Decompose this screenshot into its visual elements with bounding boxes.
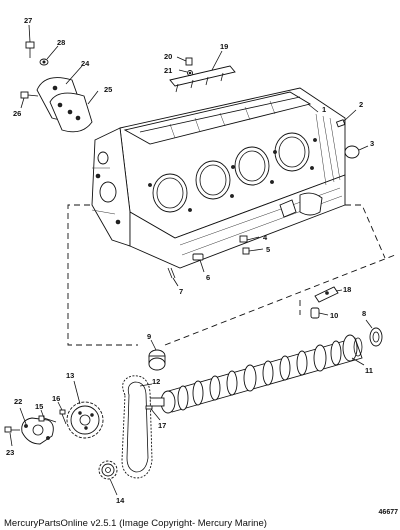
callout-20: 20: [164, 52, 172, 61]
callout-9: 9: [147, 332, 151, 341]
front-cover-plate: [20, 41, 93, 133]
callout-25: 25: [104, 85, 112, 94]
dashed-group-outline: [67, 204, 396, 346]
footer-caption: MercuryPartsOnline v2.5.1 (Image Copyrig…: [0, 517, 400, 530]
callout-5: 5: [266, 245, 270, 254]
thrust-plate: [4, 405, 153, 445]
callout-14: 14: [116, 496, 125, 505]
camshaft: [149, 334, 363, 414]
callout-16: 16: [52, 394, 60, 403]
callout-23: 23: [6, 448, 14, 457]
crank-sprocket: [98, 460, 118, 480]
callout-26: 26: [13, 109, 21, 118]
callout-21: 21: [164, 66, 172, 75]
callout-15: 15: [35, 402, 43, 411]
callout-2: 2: [359, 100, 363, 109]
callout-12: 12: [152, 377, 160, 386]
callout-11: 11: [365, 366, 373, 375]
timing-chain: [121, 375, 153, 479]
figure-number: 46677: [378, 509, 398, 516]
callout-24: 24: [81, 59, 90, 68]
engine-block: [91, 87, 346, 269]
small-parts: [148, 119, 383, 371]
callout-22: 22: [14, 397, 22, 406]
callout-28: 28: [57, 38, 65, 47]
callout-3: 3: [370, 139, 374, 148]
lifter-retainer-bracket: [169, 57, 236, 93]
callout-27: 27: [24, 16, 32, 25]
callout-19: 19: [220, 42, 228, 51]
callout-4: 4: [263, 233, 268, 242]
callout-8: 8: [362, 309, 366, 318]
callout-labels: 1 2 3 4 5 6 7 8 9 10 11 12 13 14 15 16 1…: [6, 16, 374, 505]
cam-sprocket: [66, 401, 104, 439]
callout-7: 7: [179, 287, 183, 296]
callout-10: 10: [330, 311, 338, 320]
leader-lines: [9, 24, 373, 496]
callout-13: 13: [66, 371, 74, 380]
callout-18: 18: [343, 285, 351, 294]
callout-17: 17: [158, 421, 166, 430]
callout-6: 6: [206, 273, 210, 282]
callout-1: 1: [322, 105, 326, 114]
